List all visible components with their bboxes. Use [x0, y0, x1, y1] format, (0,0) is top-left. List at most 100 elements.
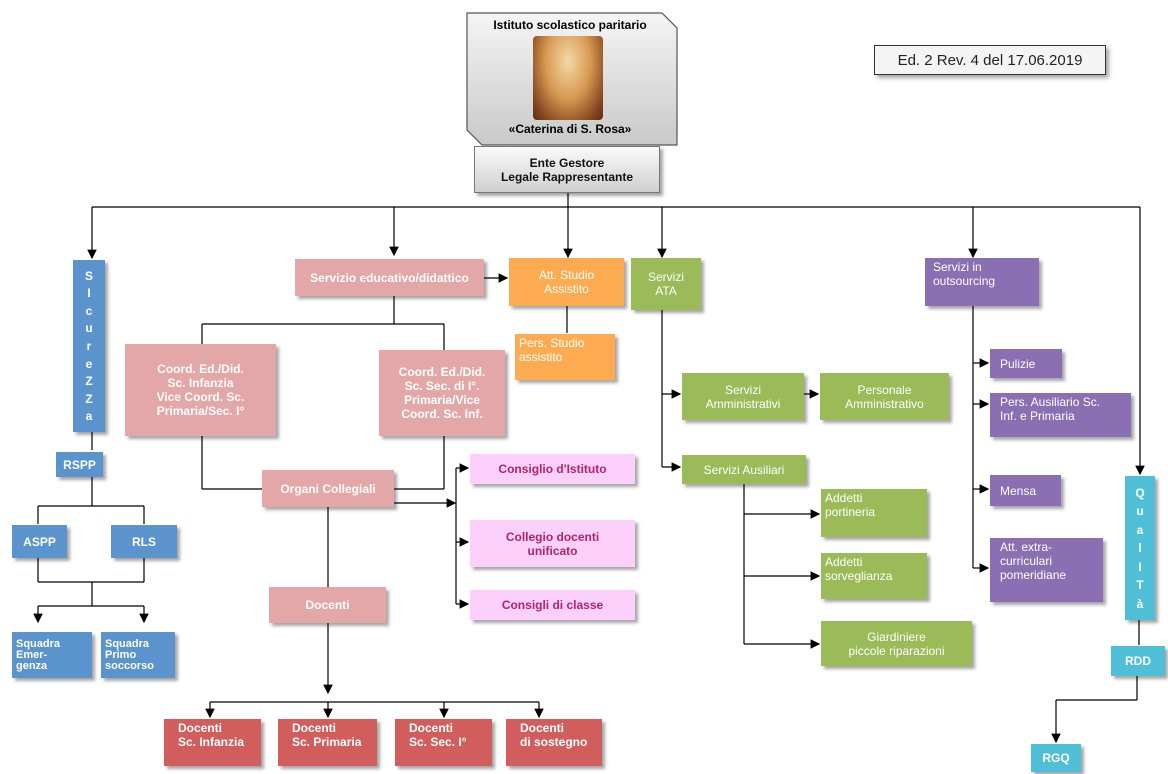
rgq-box: RGQ: [1031, 744, 1081, 772]
institute-name: «Caterina di S. Rosa»: [508, 122, 632, 136]
coord-sec-line: Sc. Sec. di I°.: [404, 379, 480, 393]
sicurezza-letter: I: [87, 286, 91, 301]
servizi-ata-line: ATA: [655, 284, 677, 298]
qualita-letter: à: [1136, 596, 1144, 611]
docenti-primaria-box: Docenti Sc. Primaria: [278, 719, 377, 766]
att-extracurriculari-box: Att. extra- curriculari pomeridiane: [990, 538, 1103, 602]
aspp-box: ASPP: [12, 525, 67, 558]
docenti-primaria-line: Docenti: [292, 721, 337, 735]
coord-sec-line: Coord. Ed./Did.: [398, 365, 486, 379]
servizio-educativo-box: Servizio educativo/didattico: [295, 259, 484, 296]
collegio-docenti-box: Collegio docenti unificato: [470, 520, 635, 567]
ente-gestore-box: Ente Gestore Legale Rappresentante: [474, 146, 660, 193]
sorveglianza-line: Addetti: [825, 555, 863, 569]
att-studio-assistito-box: Att. Studio Assistito: [509, 258, 624, 306]
portineria-line: Addetti: [825, 491, 863, 505]
sicurezza-letter: c: [85, 303, 93, 318]
pers-studio-assistito-box: Pers. Studio assistito: [515, 334, 615, 380]
servizi-outsourcing-box: Servizi in outsourcing: [925, 258, 1039, 306]
att-extra-line: Att. extra-: [1000, 540, 1053, 554]
pers-ausiliario-line: Pers. Ausiliario Sc.: [1000, 395, 1101, 409]
coord-sec-line: Coord. Sc. Inf.: [401, 407, 483, 421]
att-extra-line: pomeridiane: [1000, 568, 1067, 582]
squadra-emergenza-line: genza: [16, 659, 48, 672]
docenti-infanzia-line: Docenti: [178, 721, 223, 735]
sorveglianza-line: sorveglianza: [825, 569, 893, 583]
sicurezza-letter: Z: [85, 391, 93, 406]
coord-sec-line: Primaria/Vice: [404, 393, 480, 407]
sicurezza-letter: a: [85, 409, 93, 424]
docenti-sostegno-box: Docenti di sostegno: [506, 719, 602, 766]
qualita-letter: Q: [1135, 485, 1145, 500]
coord-secondaria-box: Coord. Ed./Did. Sc. Sec. di I°. Primaria…: [379, 350, 505, 436]
squadra-primo-line: soccorso: [105, 659, 154, 672]
personale-amministrativo-box: Personale Amministrativo: [820, 373, 949, 420]
squadra-primo-soccorso-box: Squadra Primo soccorso: [101, 632, 175, 678]
coord-inf-line: Vice Coord. Sc.: [156, 390, 245, 404]
docenti-sostegno-line: Docenti: [520, 721, 565, 735]
qualita-letter: T: [1136, 578, 1144, 592]
docenti-sec-line: Sc. Sec. I°: [409, 735, 467, 749]
edition-label: Ed. 2 Rev. 4 del 17.06.2019: [874, 45, 1106, 75]
pers-amm-line: Personale: [857, 382, 912, 397]
consiglio-istituto-box: Consiglio d'Istituto: [470, 454, 635, 484]
pers-studio-line: Pers. Studio: [519, 336, 585, 350]
sicurezza-box: S I c u r e Z Z a: [73, 260, 105, 432]
qualita-letter: a: [1136, 522, 1144, 537]
addetti-sorveglianza-box: Addetti sorveglianza: [821, 553, 927, 599]
att-extra-line: curriculari: [1000, 554, 1053, 568]
pers-ausiliario-box: Pers. Ausiliario Sc. Inf. e Primaria: [990, 393, 1131, 437]
giardiniere-line: Giardiniere: [867, 629, 926, 644]
qualita-letter: l: [1138, 541, 1142, 555]
docenti-infanzia-box: Docenti Sc. Infanzia: [164, 719, 261, 766]
giardiniere-line: piccole riparazioni: [848, 643, 945, 658]
sicurezza-letter: S: [84, 268, 93, 283]
pers-studio-line: assistito: [519, 350, 563, 364]
coord-inf-line: Primaria/Sec. I°: [156, 404, 245, 418]
docenti-box: Docenti: [269, 587, 386, 623]
rdd-box: RDD: [1111, 646, 1165, 676]
giardiniere-box: Giardiniere piccole riparazioni: [821, 621, 972, 666]
squadra-primo-line: Primo: [105, 648, 137, 661]
serv-amm-line: Servizi: [724, 382, 761, 397]
ente-line-1: Ente Gestore: [529, 155, 605, 170]
servizi-ata-line: Servizi: [647, 270, 684, 284]
serv-amm-line: Amministrativi: [705, 396, 781, 411]
sicurezza-letter: e: [85, 356, 93, 371]
docenti-infanzia-line: Sc. Infanzia: [178, 735, 245, 749]
portineria-line: portineria: [825, 505, 876, 519]
att-studio-line: Att. Studio: [538, 268, 595, 282]
sicurezza-letter: r: [86, 338, 92, 353]
saint-image: [533, 36, 603, 120]
att-studio-line: Assistito: [544, 282, 589, 296]
outsourcing-line: Servizi in: [933, 260, 982, 274]
outsourcing-line: outsourcing: [933, 274, 996, 288]
sicurezza-letter: Z: [85, 374, 93, 389]
squadra-emergenza-line: Emer-: [16, 648, 48, 661]
squadra-primo-line: Squadra: [105, 637, 150, 650]
ente-line-2: Legale Rappresentante: [500, 169, 634, 184]
squadra-emergenza-box: Squadra Emer- genza: [12, 632, 92, 678]
squadra-emergenza-line: Squadra: [16, 637, 61, 650]
qualita-letter: I: [1138, 559, 1142, 574]
qualita-box: Q u a l I T à: [1125, 476, 1155, 620]
collegio-line: unificato: [527, 543, 578, 558]
docenti-sec-line: Docenti: [409, 721, 454, 735]
collegio-line: Collegio docenti: [505, 529, 600, 544]
servizi-amministrativi-box: Servizi Amministrativi: [682, 373, 804, 420]
rspp-box: RSPP: [56, 452, 103, 477]
pers-amm-line: Amministrativo: [845, 396, 924, 411]
coord-inf-line: Sc. Infanzia: [167, 376, 234, 390]
rls-box: RLS: [111, 525, 177, 558]
servizi-ata-box: Servizi ATA: [631, 258, 701, 310]
pulizie-box: Pulizie: [990, 349, 1062, 378]
servizi-ausiliari-box: Servizi Ausiliari: [682, 455, 806, 484]
institute-title: Istituto scolastico paritario: [493, 18, 647, 32]
docenti-secondaria-box: Docenti Sc. Sec. I°: [395, 719, 492, 766]
docenti-sostegno-line: di sostegno: [520, 735, 588, 749]
mensa-box: Mensa: [990, 475, 1061, 506]
coord-inf-line: Coord. Ed./Did.: [157, 362, 244, 376]
addetti-portineria-box: Addetti portineria: [821, 489, 927, 537]
coord-infanzia-box: Coord. Ed./Did. Sc. Infanzia Vice Coord.…: [125, 344, 276, 436]
